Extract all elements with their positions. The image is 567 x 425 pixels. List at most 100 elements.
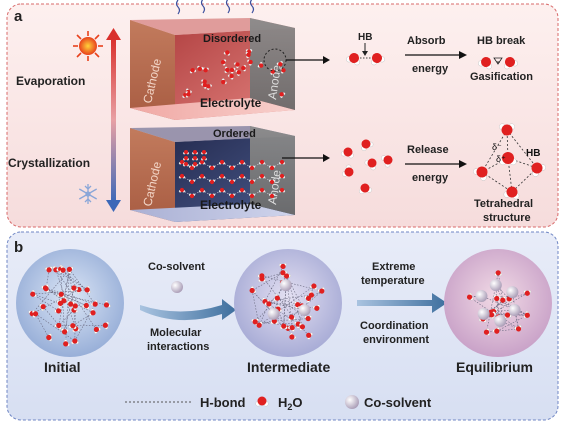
water-molecule-icon [32, 310, 39, 318]
molecular-label: Molecular [150, 327, 202, 339]
water-molecule-icon [258, 159, 266, 165]
water-molecule-icon [208, 193, 216, 199]
water-molecule-icon [280, 270, 288, 278]
delta-minus-label: δ⁻ [492, 142, 502, 152]
water-molecule-icon [54, 322, 62, 330]
gasification-label: Gasification [470, 71, 533, 83]
water-molecule-icon [238, 187, 246, 193]
water-molecule-icon [248, 165, 256, 171]
water-molecule-icon [523, 290, 532, 296]
water-molecule-icon [182, 156, 190, 161]
water-molecule-icon [30, 289, 37, 298]
water-molecule-icon [299, 323, 306, 331]
water-molecule-icon [178, 173, 186, 179]
water-molecule-icon [235, 69, 242, 77]
water-molecule-icon [264, 301, 272, 309]
water-molecule-icon [103, 300, 111, 308]
water-molecule-icon [57, 291, 65, 298]
water-molecule-icon [245, 51, 251, 59]
water-molecule-icon [197, 65, 204, 72]
water-molecule-icon [342, 164, 354, 177]
water-molecule-icon [498, 296, 507, 303]
water-molecule-icon [202, 67, 209, 73]
free-water-molecules [340, 139, 393, 194]
water-molecule-icon [188, 179, 196, 185]
water-molecule-icon [182, 150, 190, 155]
tetrahedral-structure: δ⁻ δ⁺ HB [473, 123, 546, 200]
anode-plate-bottom [250, 126, 295, 215]
sun-icon [73, 31, 103, 61]
water-molecule-icon [478, 57, 492, 70]
water-molecule-icon [276, 60, 283, 67]
equilibrium-circle [444, 249, 552, 357]
water-molecule-icon [304, 315, 312, 322]
water-molecule-icon [208, 165, 216, 171]
hb-label-bottom: HB [526, 148, 540, 159]
water-molecule-icon [224, 66, 230, 74]
water-molecule-icon [268, 179, 276, 185]
water-molecule-icon [229, 67, 236, 74]
water-molecule-icon [494, 270, 503, 276]
legend: H-bond H2O Co-solvent [125, 395, 432, 412]
water-molecule-icon [473, 166, 488, 181]
water-molecule-icon [200, 156, 208, 161]
water-molecule-icon [278, 173, 286, 179]
co-solvent-legend-label: Co-solvent [364, 395, 432, 410]
co-solvent-molecule-icon [298, 304, 311, 317]
co-solvent-molecule-icon [508, 304, 521, 317]
temperature-label: temperature [361, 275, 425, 287]
water-molecule-icon [317, 287, 325, 294]
water-molecule-icon [70, 285, 79, 292]
water-molecule-icon [93, 326, 101, 334]
water-molecule-icon [191, 150, 199, 155]
water-molecule-icon [102, 321, 109, 330]
hbond-legend-label: H-bond [200, 395, 246, 410]
evaporation-label: Evaporation [16, 74, 85, 88]
water-molecule-icon [255, 321, 263, 328]
water-molecule-icon [499, 123, 515, 136]
intermediate-network [249, 263, 325, 340]
co-solvent-molecule-icon [506, 286, 519, 299]
water-molecule-icon [200, 150, 208, 155]
equilibrium-label: Equilibrium [456, 359, 533, 375]
water-molecule-icon [71, 338, 79, 345]
initial-label: Initial [44, 359, 81, 375]
water-molecule-icon [268, 193, 276, 199]
water-molecule-icon [523, 310, 530, 319]
water-molecule-icon [208, 179, 216, 185]
water-molecule-icon [248, 193, 256, 199]
water-molecule-icon [488, 311, 496, 320]
water-molecule-icon [499, 152, 517, 166]
hb-break-molecules [478, 57, 518, 70]
water-molecule-icon [228, 193, 236, 199]
water-molecule-icon [364, 158, 377, 171]
water-molecule-icon [289, 332, 297, 340]
water-molecule-icon [287, 325, 295, 332]
water-molecule-icon [309, 283, 318, 290]
water-molecule-icon [531, 162, 546, 177]
water-molecule-icon [221, 78, 227, 85]
water-molecule-icon [191, 162, 199, 167]
water-molecule-icon [238, 173, 246, 179]
co-solvent-legend-icon [345, 395, 359, 409]
water-molecule-icon [63, 339, 70, 347]
water-molecule-icon [251, 318, 259, 325]
water-molecule-icon [189, 68, 197, 74]
water-molecule-icon [233, 62, 240, 69]
cold-electrolyte-cell: Cathode Anode Ordered Electrolyte [130, 126, 330, 222]
water-molecule-icon [228, 179, 236, 185]
crystallization-label: Crystallization [8, 156, 90, 170]
water-legend-icon [255, 396, 269, 407]
water-molecule-icon [188, 193, 196, 199]
co-solvent-molecule-icon [279, 279, 292, 292]
water-molecule-icon [218, 173, 226, 179]
water-molecule-icon [198, 173, 206, 179]
water-molecule-icon [255, 396, 269, 407]
panel-a-label: a [14, 8, 23, 25]
water-molecule-icon [90, 299, 98, 307]
water-molecule-icon [346, 53, 360, 66]
interactions-label: interactions [147, 341, 209, 353]
water-molecule-icon [238, 159, 246, 165]
water-molecule-icon [41, 284, 49, 291]
